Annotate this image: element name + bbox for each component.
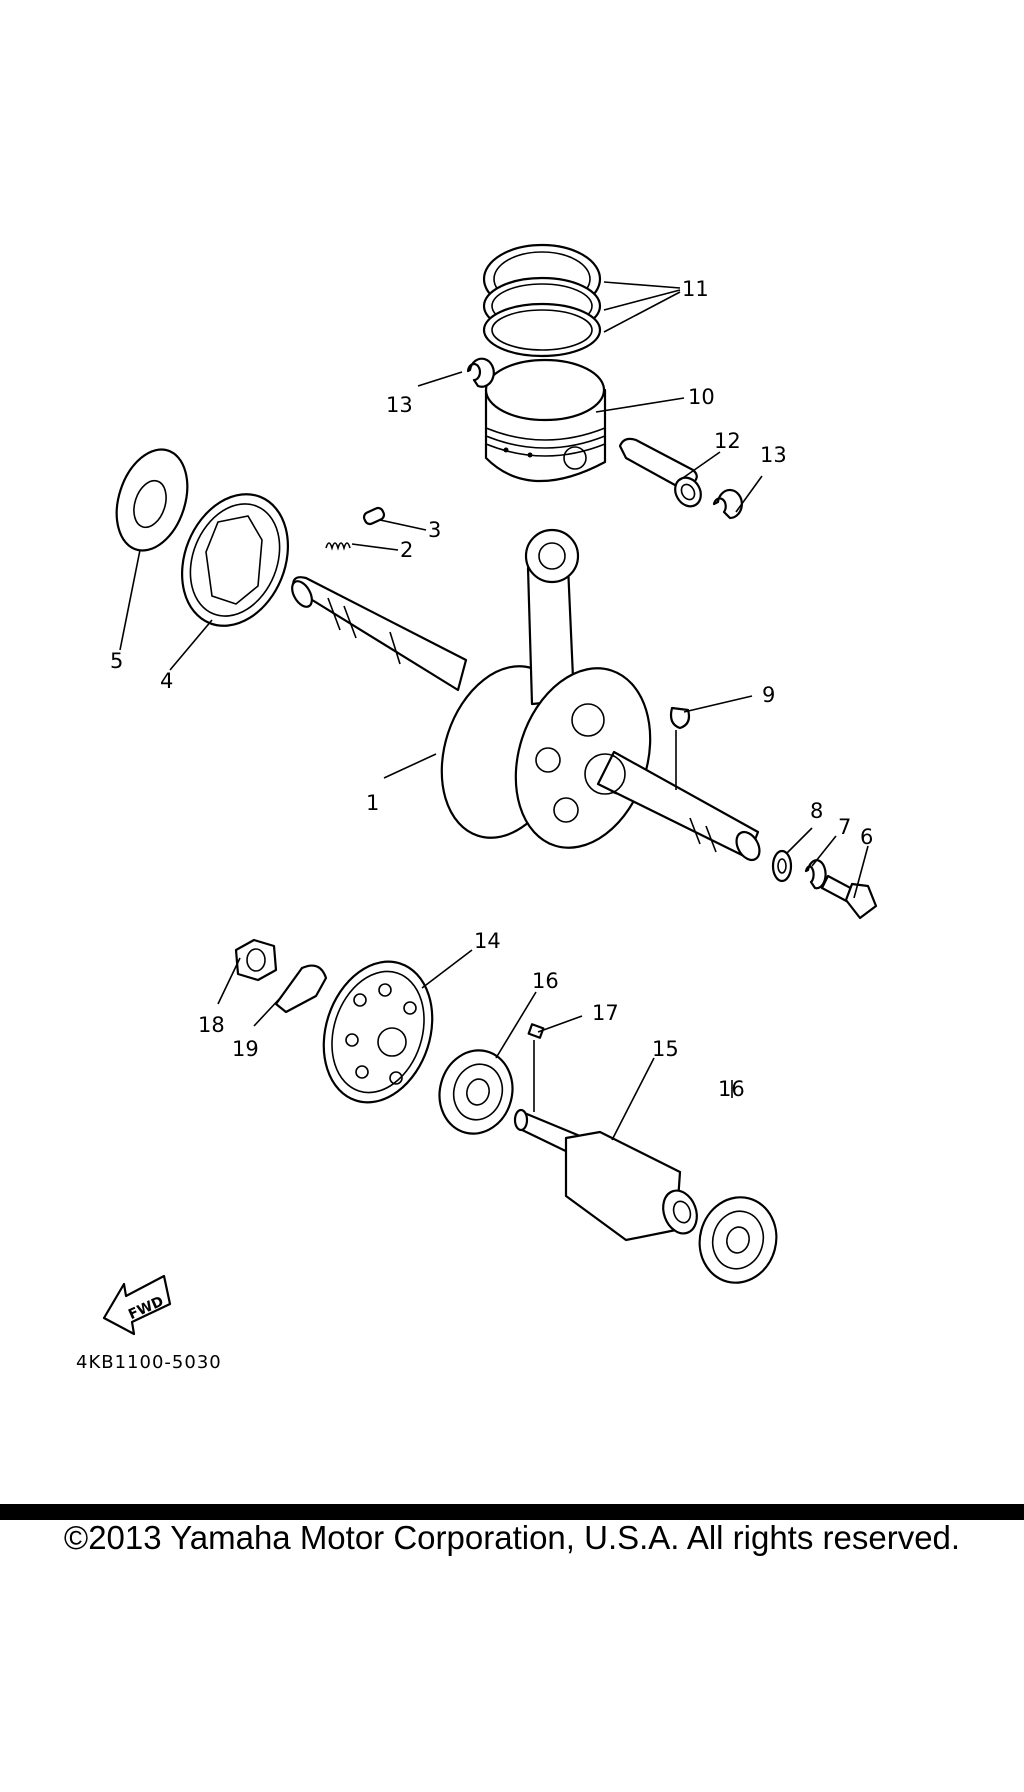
bearing-lower xyxy=(698,1196,778,1284)
bolt xyxy=(820,874,878,920)
part-labels: 11 10 12 13 13 3 2 5 4 1 9 8 7 6 14 16 1… xyxy=(76,277,873,1373)
label-16-lower: 16 xyxy=(718,1077,745,1101)
small-washer xyxy=(771,849,793,883)
label-8: 8 xyxy=(810,799,823,823)
washer xyxy=(115,448,189,552)
label-4: 4 xyxy=(160,669,173,693)
copyright-notice: ©2013 Yamaha Motor Corporation, U.S.A. A… xyxy=(63,1519,961,1556)
label-19: 19 xyxy=(232,1037,259,1061)
label-7: 7 xyxy=(838,815,851,839)
label-11: 11 xyxy=(682,277,709,301)
label-18: 18 xyxy=(198,1013,225,1037)
spring xyxy=(325,542,351,551)
circlip-left xyxy=(466,357,495,388)
balancer-gear xyxy=(322,960,434,1104)
balancer-key xyxy=(527,1023,545,1039)
label-12: 12 xyxy=(714,429,741,453)
fwd-arrow-icon: FWD xyxy=(102,1274,172,1336)
label-1: 1 xyxy=(366,791,379,815)
piston xyxy=(484,358,607,483)
footer-divider xyxy=(0,1504,1024,1520)
piston-pin xyxy=(618,437,702,508)
label-5: 5 xyxy=(110,649,123,673)
small-circlip xyxy=(804,859,827,890)
label-17: 17 xyxy=(592,1001,619,1025)
crankshaft xyxy=(291,528,761,862)
nut xyxy=(234,938,278,982)
label-6: 6 xyxy=(860,825,873,849)
drive-gear xyxy=(181,493,289,627)
circlip-right xyxy=(712,488,743,520)
label-15: 15 xyxy=(652,1037,679,1061)
label-10: 10 xyxy=(688,385,715,409)
leader-lines xyxy=(119,281,869,1141)
balancer-shaft xyxy=(513,1108,698,1242)
label-3: 3 xyxy=(428,518,441,542)
label-14: 14 xyxy=(474,929,501,953)
label-16-upper: 16 xyxy=(532,969,559,993)
woodruff-key xyxy=(669,706,691,730)
piston-rings xyxy=(482,243,602,358)
diagram-code: 4KB1100-5030 xyxy=(76,1352,222,1373)
label-9: 9 xyxy=(762,683,775,707)
label-13-left: 13 xyxy=(386,393,413,417)
lock-washer xyxy=(274,964,328,1014)
label-13-right: 13 xyxy=(760,443,787,467)
dowel-pin xyxy=(362,506,386,526)
label-2: 2 xyxy=(400,538,413,562)
exploded-parts-diagram: FWD 11 10 12 13 13 3 2 xyxy=(76,243,878,1373)
bearing-upper xyxy=(438,1049,514,1135)
